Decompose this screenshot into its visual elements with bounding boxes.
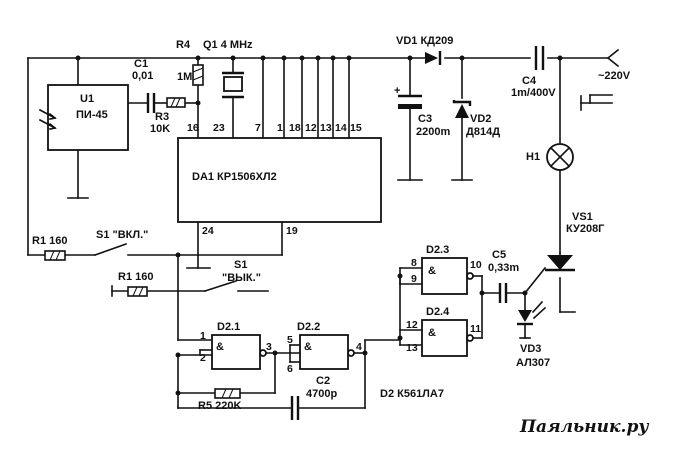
gate-d2-4: & D2.4 12 13 11	[406, 306, 481, 357]
d2-3-pin: 10	[470, 259, 482, 271]
da1-pin: 13	[320, 122, 332, 134]
r5-label: R5 220K	[198, 400, 241, 412]
capacitor-c4: C4 1m/400V	[511, 46, 556, 99]
d2-2-pin: 4	[356, 341, 362, 353]
s1-on-label: S1 "ВКЛ."	[96, 229, 148, 241]
sensor-u1: U1 ПИ-45	[38, 84, 129, 151]
switch-s1-on: S1 "ВКЛ."	[93, 229, 148, 257]
d2-4-pin: 12	[406, 319, 418, 331]
c3-ref: C3	[418, 113, 432, 125]
r1-on-label: R1 160	[32, 235, 67, 247]
d2-2-pin: 6	[287, 363, 293, 375]
d2-3-symbol: &	[428, 265, 436, 277]
site-watermark: Паяльник.ру	[519, 417, 649, 437]
resistor-r1-on: R1 160	[32, 235, 67, 261]
d2-3-pin: 8	[411, 257, 417, 269]
da1-pin: 12	[305, 122, 317, 134]
crystal-q1: Q1 4 MHz	[203, 39, 253, 99]
ic-da1: DA1 КР1506ХЛ2 16 23 7 1 18 12 13 14 15 2…	[177, 122, 382, 237]
c5-value: 0,33m	[488, 262, 519, 274]
resistor-r5: R5 220K	[198, 388, 241, 412]
vs1-value: КУ208Г	[566, 223, 605, 235]
d2-1-pin: 3	[266, 341, 272, 353]
r4-ref: R4	[176, 39, 191, 51]
da1-pin: 15	[350, 122, 362, 134]
da1-pin: 18	[289, 122, 301, 134]
r3-value: 10K	[150, 123, 170, 135]
d2-2-symbol: &	[304, 341, 312, 353]
c2-ref: C2	[316, 375, 330, 387]
resistor-r1-off: R1 160	[111, 271, 153, 297]
da1-pin: 19	[286, 225, 298, 237]
d2-4-pin: 11	[470, 323, 481, 335]
junctions	[75, 55, 563, 396]
d2-2-pin: 5	[287, 334, 293, 346]
h1-ref: H1	[526, 151, 540, 163]
c4-ref: C4	[522, 75, 537, 87]
da1-pin: 14	[335, 122, 347, 134]
da1-label: DA1 КР1506ХЛ2	[192, 171, 277, 183]
u1-ref: U1	[80, 93, 94, 105]
d2-4-pin: 13	[406, 342, 418, 354]
d2-1-label: D2.1	[217, 321, 240, 333]
capacitor-c3: + C3 2200m	[394, 85, 450, 138]
mains-terminals: ~220V	[580, 48, 631, 111]
vd3-ref: VD3	[520, 343, 541, 355]
d2-2-label: D2.2	[297, 321, 320, 333]
c5-ref: C5	[492, 249, 506, 261]
d2-4-symbol: &	[428, 327, 436, 339]
vd1-label: VD1 КД209	[396, 35, 453, 47]
c3-value: 2200m	[416, 126, 450, 138]
gate-d2-2: & D2.2 5 6 4	[287, 321, 362, 375]
mains-label: ~220V	[598, 70, 631, 82]
d2-3-label: D2.3	[426, 244, 449, 256]
da1-pin: 23	[213, 122, 225, 134]
d2-chip-label: D2 К561ЛА7	[380, 388, 444, 400]
led-vd3: VD3 АЛ307	[516, 300, 550, 369]
thyristor-vs1: VS1 КУ208Г	[545, 211, 605, 272]
diode-vd1: VD1 КД209	[396, 35, 453, 65]
capacitor-c5: C5 0,33m	[488, 249, 519, 303]
c1-ref: C1	[134, 58, 148, 70]
vd2-ref: VD2	[470, 113, 491, 125]
c1-value: 0,01	[132, 70, 153, 82]
lamp-h1: H1	[526, 143, 574, 171]
vd2-value: Д814Д	[466, 126, 500, 138]
u1-name: ПИ-45	[76, 109, 108, 121]
da1-pin: 1	[277, 122, 283, 134]
vd3-value: АЛ307	[516, 357, 550, 369]
da1-pin: 7	[255, 122, 261, 134]
c4-value: 1m/400V	[511, 87, 556, 99]
resistor-r4: R4 1M	[176, 39, 204, 86]
gate-d2-1: & D2.1 1 2 3	[200, 321, 272, 370]
zener-vd2: VD2 Д814Д	[452, 100, 500, 138]
gate-d2-3: & D2.3 8 9 10	[411, 244, 482, 295]
resistor-r3: R3 10K	[150, 97, 186, 135]
s1-off-value: "ВЫК."	[222, 272, 261, 284]
q1-label: Q1 4 MHz	[203, 39, 253, 51]
c3-plus: +	[394, 85, 400, 97]
d2-1-pin: 2	[200, 352, 206, 364]
d2-3-pin: 9	[411, 273, 417, 285]
switch-s1-off: S1 "ВЫК."	[203, 259, 261, 293]
d2-4-label: D2.4	[426, 306, 450, 318]
da1-pin: 16	[187, 122, 199, 134]
d2-1-pin: 1	[200, 330, 206, 342]
vs1-ref: VS1	[572, 211, 593, 223]
capacitor-c1: C1 0,01	[132, 58, 156, 113]
r1-off-label: R1 160	[118, 271, 153, 283]
r3-ref: R3	[155, 111, 169, 123]
capacitor-c2: C2 4700p	[290, 375, 337, 420]
da1-pin: 24	[202, 225, 214, 237]
r4-value: 1M	[177, 71, 192, 83]
c2-value: 4700p	[306, 388, 337, 400]
d2-1-symbol: &	[216, 341, 224, 353]
s1-off-ref: S1	[234, 259, 247, 271]
